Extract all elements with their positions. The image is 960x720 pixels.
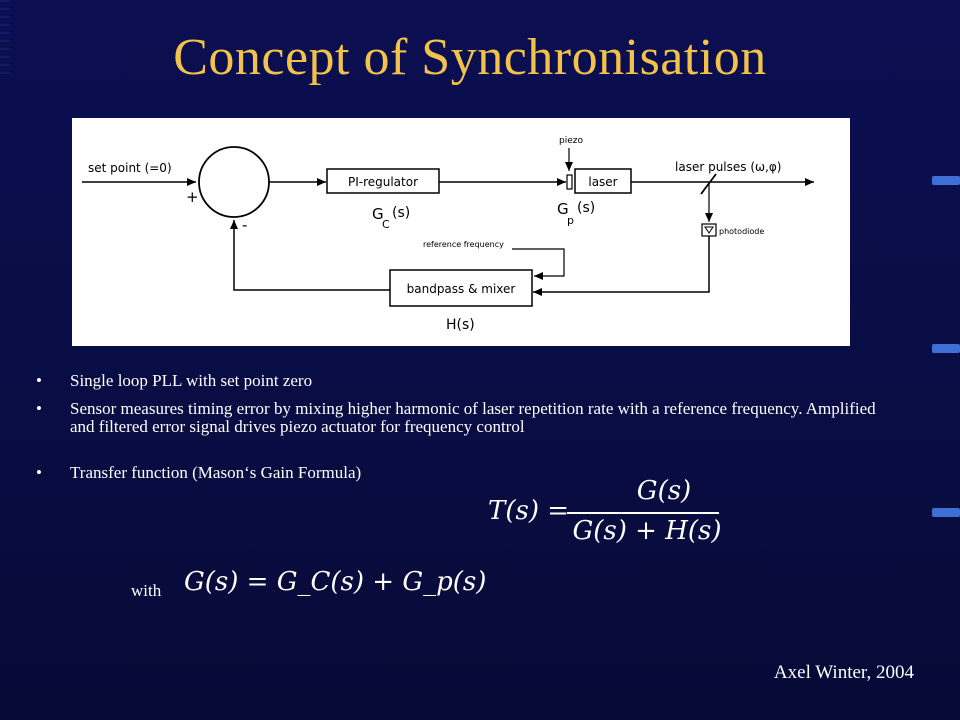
pll-block-diagram: set point (=0) + - PI-regulator G C (s) …: [72, 118, 850, 346]
bullet-marker: •: [36, 463, 42, 482]
right-edge-decoration: [930, 0, 960, 720]
bullet-marker: •: [36, 399, 42, 418]
edge-mark: [932, 508, 960, 517]
piezo-element: [566, 174, 573, 190]
gp-sub: p: [567, 214, 574, 227]
photodiode-label: photodiode: [719, 227, 764, 236]
bullet-item: • Sensor measures timing error by mixing…: [36, 400, 896, 436]
gc-arg: (s): [392, 205, 410, 221]
g-equation: G(s) = G_C(s) + G_p(s): [184, 567, 487, 597]
mixer-label: bandpass & mixer: [407, 282, 516, 296]
laser-label: laser: [588, 175, 617, 189]
diagram-svg: set point (=0) + - PI-regulator G C (s) …: [82, 136, 814, 333]
bullet-text: Single loop PLL with set point zero: [70, 371, 313, 390]
pi-regulator-label: PI-regulator: [348, 175, 418, 189]
bullet-list: • Single loop PLL with set point zero • …: [36, 372, 896, 492]
transfer-denominator: G(s) + H(s): [572, 516, 722, 546]
reference-frequency-line: [512, 248, 565, 280]
gc-label: G: [372, 205, 384, 223]
mixer-box: [389, 269, 533, 307]
bullet-marker: •: [36, 371, 42, 390]
laser-box: [574, 168, 632, 194]
h-label: H(s): [446, 317, 475, 333]
pi-regulator-box: [326, 168, 440, 194]
laser-pulses-label: laser pulses (ω,φ): [675, 160, 781, 174]
transfer-function-formula: T(s) = G(s) G(s) + H(s): [488, 476, 728, 548]
transfer-numerator: G(s): [636, 476, 692, 506]
with-label: with: [131, 581, 162, 600]
gp-label: G: [557, 200, 569, 218]
bullet-item: • Transfer function (Mason‘s Gain Formul…: [36, 464, 896, 482]
reference-frequency-label: reference frequency: [423, 240, 504, 249]
left-edge-texture: [0, 0, 10, 720]
edge-mark: [932, 344, 960, 353]
summing-junction: [198, 146, 270, 218]
bullet-text: Transfer function (Mason‘s Gain Formula): [70, 463, 362, 482]
photodiode-to-mixer-line: [533, 236, 710, 296]
transfer-lhs: T(s) =: [488, 496, 570, 526]
bullet-item: • Single loop PLL with set point zero: [36, 372, 896, 390]
setpoint-label: set point (=0): [88, 161, 172, 175]
feedback-line: [230, 220, 390, 291]
slide-title: Concept of Synchronisation: [173, 29, 767, 86]
photodiode-icon: [704, 226, 714, 234]
author-credit: Axel Winter, 2004: [773, 662, 914, 683]
fraction-bar: [567, 512, 719, 514]
gc-sub: C: [382, 218, 390, 231]
plus-sign: +: [186, 188, 199, 206]
photodiode-box: [701, 223, 717, 237]
minus-sign: -: [242, 216, 247, 234]
edge-mark: [932, 176, 960, 185]
gp-arg: (s): [577, 200, 595, 216]
piezo-label: piezo: [559, 136, 583, 146]
bullet-text: Sensor measures timing error by mixing h…: [70, 399, 876, 436]
